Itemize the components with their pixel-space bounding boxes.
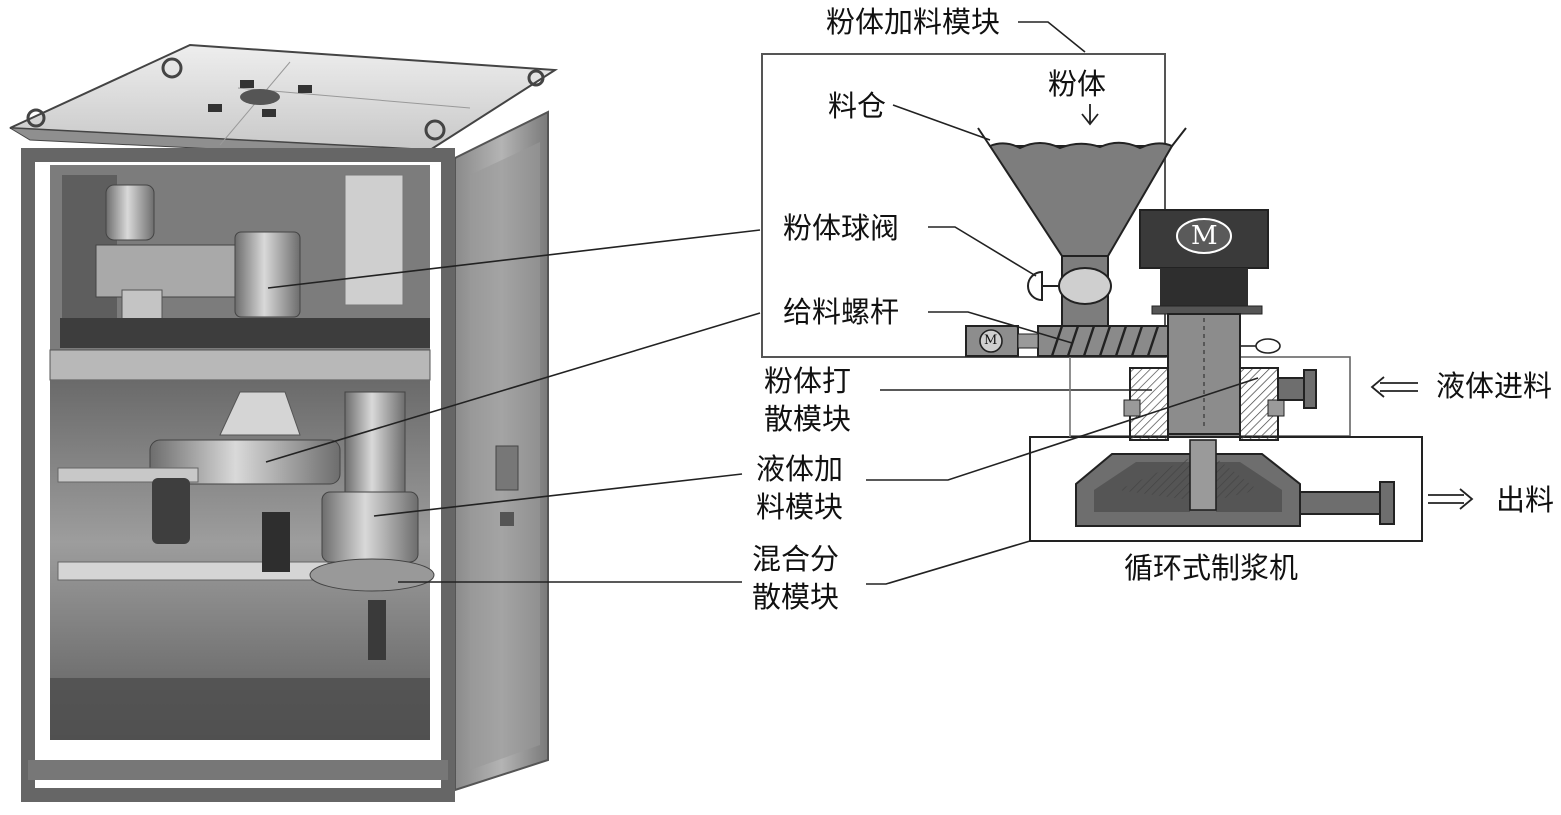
label-mixing-dispersion-module: 混合分 散模块 xyxy=(752,540,839,616)
label-powder-feed-module: 粉体加料模块 xyxy=(826,5,1001,39)
label-circulating-pulper: 循环式制浆机 xyxy=(1124,551,1299,585)
label-liquid-feed-module: 液体加 料模块 xyxy=(756,450,843,526)
label-powder-ball-valve: 粉体球阀 xyxy=(783,211,900,245)
label-outlet: 出料 xyxy=(1496,483,1555,517)
liquid-inlet-arrow xyxy=(1370,376,1418,398)
label-hopper: 料仓 xyxy=(828,89,887,123)
hopper xyxy=(988,141,1174,257)
label-powder-dispersion-line1: 粉体打 xyxy=(764,364,852,398)
label-powder-dispersion-line2: 散模块 xyxy=(764,402,852,436)
label-powder: 粉体 xyxy=(1048,67,1107,101)
label-liquid-feed-line1: 液体加 xyxy=(756,452,844,486)
circulating-pulper-box xyxy=(1029,436,1423,542)
label-powder-dispersion-module: 粉体打 散模块 xyxy=(764,362,851,438)
powder-ball-valve xyxy=(1058,267,1112,305)
screw-motor-letter: M xyxy=(984,333,998,348)
schematic xyxy=(761,21,1474,585)
label-mixing-dispersion-line2: 散模块 xyxy=(752,580,840,614)
cabinet-render xyxy=(9,43,559,802)
label-liquid-feed-line2: 料模块 xyxy=(756,490,844,524)
powder-feed-module-box xyxy=(761,53,1166,358)
leader-lines-right xyxy=(866,21,1259,585)
label-feed-screw: 给料螺杆 xyxy=(783,295,900,329)
label-mixing-dispersion-line1: 混合分 xyxy=(752,542,840,576)
leader-lines-left xyxy=(265,229,761,583)
label-liquid-inlet: 液体进料 xyxy=(1436,369,1553,403)
main-motor-letter: M xyxy=(1191,221,1218,251)
outlet-arrow xyxy=(1428,488,1474,510)
